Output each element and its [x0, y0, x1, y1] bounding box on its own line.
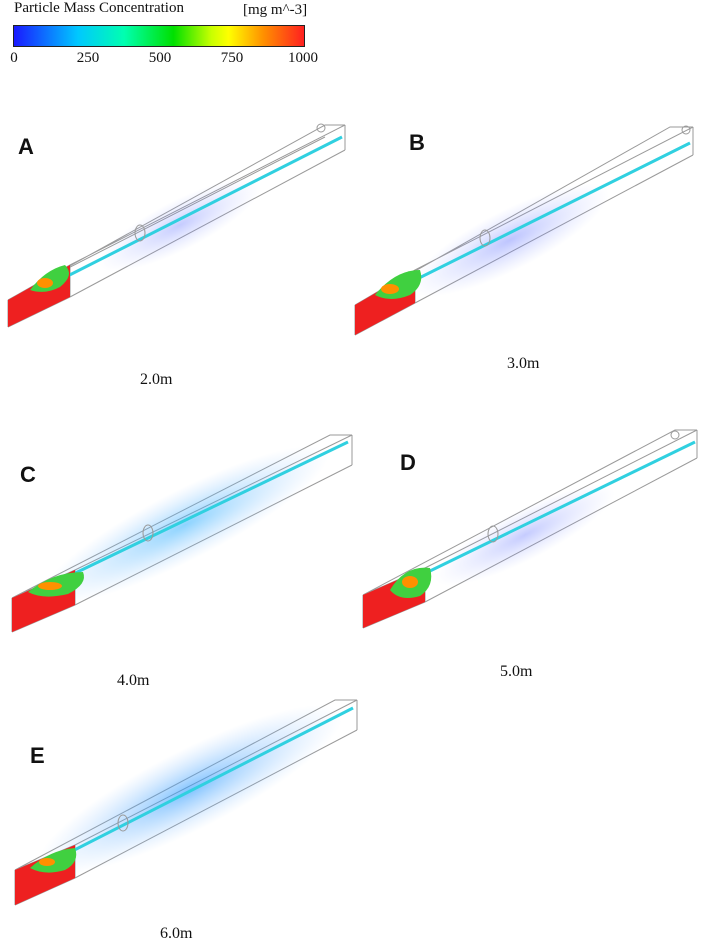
colorbar — [13, 25, 305, 47]
legend-title: Particle Mass Concentration — [14, 0, 184, 16]
panel-a — [0, 115, 360, 345]
duct-render-c — [11, 434, 353, 633]
duct-render-b — [354, 125, 694, 336]
panel-label-e: E — [30, 743, 45, 768]
panel-label-d: D — [400, 450, 416, 475]
caption-e: 6.0m — [160, 925, 193, 942]
colorbar-tick-0: 0 — [10, 50, 18, 66]
colorbar-tick-500: 500 — [148, 50, 172, 66]
colorbar-tick-250: 250 — [76, 50, 100, 66]
colorbar-tick-750: 750 — [220, 50, 244, 66]
panel-label-b: B — [409, 130, 425, 155]
duct-render-d — [362, 429, 698, 629]
caption-d: 5.0m — [500, 663, 533, 680]
panel-b — [350, 115, 706, 345]
duct-render-a — [7, 123, 346, 328]
colorbar-tick-1000: 1000 — [288, 50, 318, 66]
legend-unit: [mg m^-3] — [243, 2, 308, 18]
panel-label-a: A — [18, 134, 34, 159]
caption-b: 3.0m — [507, 355, 540, 372]
duct-render-e — [14, 699, 358, 906]
caption-c: 4.0m — [117, 672, 150, 689]
panel-d — [355, 420, 706, 660]
panel-c — [0, 420, 360, 660]
panel-label-c: C — [20, 462, 36, 487]
panel-e — [5, 690, 365, 915]
caption-a: 2.0m — [140, 371, 173, 388]
